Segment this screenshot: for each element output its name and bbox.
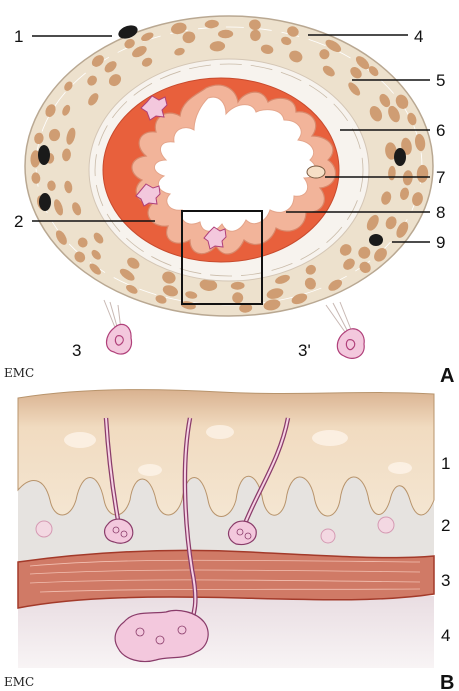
figure-a: 1 4 5 6 7 2 8 9 3 3' EMC A [4,16,454,387]
ganglion-cell-icon [107,324,365,358]
label-a-3: 3 [72,341,81,360]
label-b-4: 4 [441,626,450,645]
label-a-2: 2 [14,212,23,231]
label-a-8: 8 [436,203,445,222]
label-b-2: 2 [441,516,450,535]
watermark-a: EMC [4,366,34,380]
panel-label-a: A [440,365,454,387]
label-a-5: 5 [436,71,445,90]
label-a-7: 7 [436,168,445,187]
label-a-9: 9 [436,233,445,252]
watermark-b: EMC [4,675,34,689]
label-a-4: 4 [414,27,423,46]
label-b-3: 3 [441,571,450,590]
label-b-1: 1 [441,454,450,473]
figure-b: 1 2 3 4 EMC B [4,390,454,691]
layer-serosa [18,596,434,668]
blood-vessel-icon [307,166,325,178]
label-a-6: 6 [436,121,445,140]
label-a-1: 1 [14,27,23,46]
label-a-3-prime: 3' [298,341,311,360]
panel-label-b: B [440,672,454,691]
